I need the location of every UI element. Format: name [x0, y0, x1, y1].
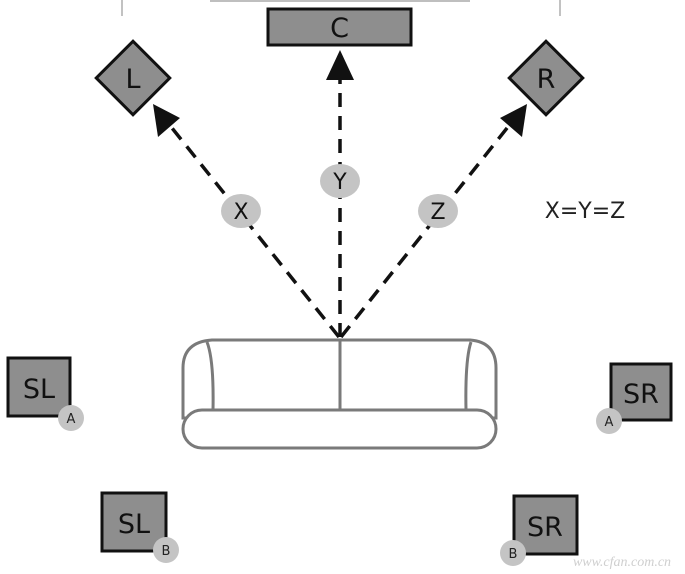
right-speaker-label: R [537, 64, 556, 95]
distance-y: Y [320, 164, 360, 198]
surround-right-a-label: SR [623, 379, 659, 410]
badge-a-left: A [67, 412, 76, 427]
arrowhead-right [500, 104, 527, 137]
sofa [181, 338, 498, 450]
distance-x: X [221, 194, 261, 228]
badge-a-right: A [605, 415, 614, 430]
watermark-text: www.cfan.com.cn [573, 555, 671, 570]
sofa-right-arm [464, 341, 473, 411]
center-speaker-label: C [330, 13, 349, 44]
left-speaker: L [94, 39, 172, 117]
distance-z: Z [418, 194, 458, 228]
distance-x-label: X [233, 200, 248, 225]
equal-distance-note: X=Y=Z [545, 199, 625, 224]
surround-left-a-label: SL [23, 374, 55, 405]
left-speaker-label: L [125, 64, 140, 95]
sofa-left-arm [205, 341, 215, 411]
surround-right-b-label: SR [527, 512, 563, 543]
distance-z-label: Z [430, 200, 445, 225]
surround-right-speaker-b: SR B [500, 494, 579, 566]
surround-left-speaker-b: SL B [100, 491, 179, 563]
arrowheads [153, 50, 527, 137]
badge-b-left: B [162, 544, 171, 559]
sofa-seat [181, 408, 498, 450]
surround-left-speaker-a: SL A [6, 356, 84, 431]
center-speaker: C [266, 7, 413, 47]
badge-b-right: B [509, 547, 518, 562]
surround-left-b-label: SL [118, 509, 150, 540]
wall-lines [121, 0, 561, 16]
surround-right-speaker-a: SR A [596, 362, 673, 434]
arrowhead-left [153, 104, 180, 137]
sofa-back [181, 338, 498, 420]
right-speaker: R [507, 39, 585, 117]
distance-y-label: Y [332, 170, 347, 195]
arrowhead-center [326, 50, 354, 80]
